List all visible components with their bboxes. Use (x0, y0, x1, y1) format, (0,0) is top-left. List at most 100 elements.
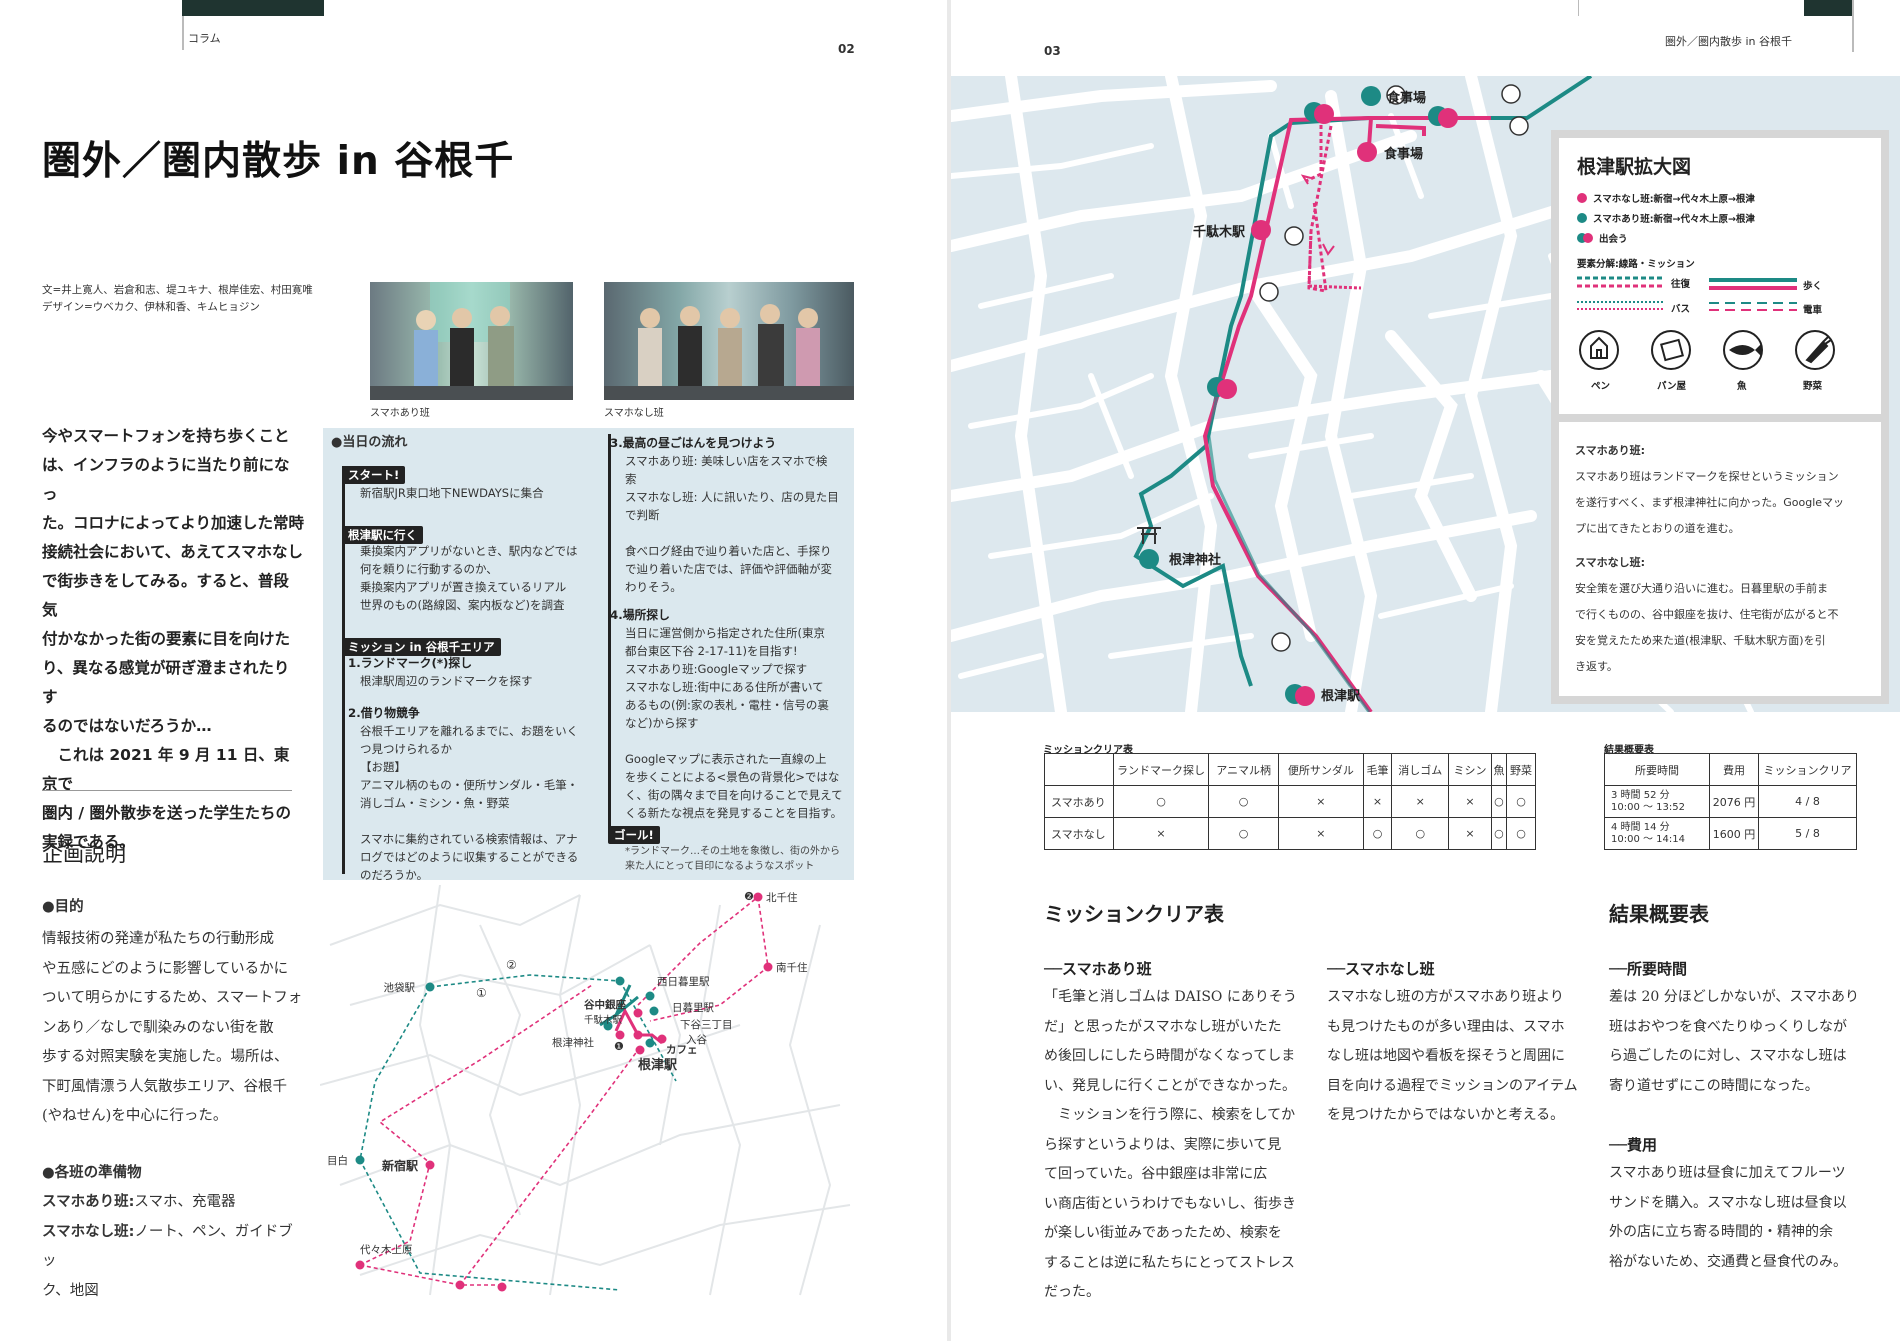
purpose-line: ついて明らかにするため、スマートフォ (42, 990, 303, 1006)
route-pink-east (649, 896, 769, 1022)
label-nezu-jinja: 根津神社 (1169, 552, 1221, 568)
station-markers (355, 892, 773, 1292)
table-cell: × (1391, 785, 1450, 818)
mission-table-caption: ミッションクリア表 (1043, 745, 1133, 756)
photo-without-phone-figures (604, 304, 854, 400)
route-teal-top (429, 974, 621, 988)
mission-3-text: スマホあり班: 美味しい店をスマホで検 索 スマホなし班: 人に訊いたり、店の見… (625, 452, 839, 596)
column-header: アニマル柄 (1207, 753, 1280, 786)
timeline-line-right (608, 434, 611, 830)
prep-heading: ●各班の準備物 (42, 1165, 142, 1181)
m2-line: 谷根千エリアを離れるまでに、お題をいく (360, 724, 579, 738)
legend-icon-label: 野菜 (1803, 381, 1823, 392)
story-line: 安全策を選び大通り沿いに進む。日暮里駅の手前ま (1575, 582, 1828, 595)
credits: 文=井上寛人、岩倉和志、堤ユキナ、根岸佳宏、村田寛唯 デザイン=ウベカク、伊林和… (42, 282, 313, 316)
mission-with-text: 「毛筆と消しゴムは DAISO にありそう だ」と思ったがスマホなし班がいたた … (1044, 983, 1304, 1308)
nezu-line: 何を頼りに行動するのか、 (360, 562, 498, 576)
table-cell: × (1448, 785, 1492, 818)
m2-line: のだろうか。 (360, 868, 429, 882)
column-header: ミッションクリア (1758, 753, 1857, 786)
column-header: 魚 (1490, 753, 1508, 786)
goal-pill: ゴール! (608, 824, 660, 844)
body-line: ミッションを行う際に、検索をしてか (1044, 1107, 1296, 1123)
table-cell: 4 / 8 (1758, 785, 1857, 818)
prep-without-text: ノート、ペン、ガイドブッ (42, 1223, 293, 1270)
m4-line: を歩くことによる<景色の背景化>ではな (625, 770, 840, 784)
label-sendagi: 千駄木駅 (584, 1014, 623, 1026)
table-corner (1044, 753, 1114, 786)
purpose-line: 情報技術の発達が私たちの行動形成 (42, 931, 274, 947)
label-mejiro: 目白 (327, 1154, 348, 1167)
result-time-text: 差は 20 分ほどしかないが、スマホあり 班はおやつを食べたりゆっくりしなが ら… (1609, 983, 1859, 1101)
story-text: スマホあり班: スマホあり班はランドマークを探せというミッション を遂行すべく、… (1575, 438, 1875, 680)
mission-without-sub: ──スマホなし班 (1327, 960, 1435, 978)
m3-line: 食べログ経由で辿り着いた店と、手探り (625, 544, 832, 558)
m4-line: Googleマップに表示された一直線の上 (625, 752, 827, 766)
legend-title: 根津駅拡大図 (1577, 156, 1692, 178)
story-line: を遂行すべく、まず根津神社に向かった。Googleマッ (1575, 496, 1845, 509)
column-header: 便所サンダル (1278, 753, 1364, 786)
m3-line: で判断 (625, 508, 660, 522)
body-line: ら探すというよりは、実際に歩いて見 (1044, 1136, 1282, 1153)
table-cell: ○ (1506, 817, 1536, 850)
nezu-text: 乗換案内アプリがないとき、駅内などでは 何を頼りに行動するのか、 乗換案内アプリ… (360, 542, 577, 614)
legend-walk: 歩く (1803, 281, 1823, 292)
route-pink-diagonal (459, 1049, 639, 1286)
body-line: ら過ごしたのに対し、スマホなし班は (1609, 1048, 1847, 1064)
lead-line: るのではないだろうか… (42, 717, 212, 735)
table-cell: 5 / 8 (1758, 817, 1857, 850)
nezu-pill: 根津駅に行く (342, 524, 423, 544)
route-pink-loop (1307, 230, 1362, 290)
body-line: 裕がないため、交通費と昼食代のみ。 (1609, 1253, 1847, 1270)
body-line: だ」と思ったがスマホなし班がいたた (1044, 1018, 1282, 1035)
left-page: コラム 02 圏外／圏内散歩 in 谷根千 文=井上寛人、岩倉和志、堤ユキナ、根… (0, 0, 947, 1341)
photo-caption-without: スマホなし班 (604, 408, 664, 419)
table-cell: ○ (1506, 785, 1536, 818)
route-pink-dashed (1305, 118, 1333, 293)
mission-with-sub: ──スマホあり班 (1044, 960, 1152, 978)
column-header: 野菜 (1506, 753, 1536, 786)
legend-meet: 出会う (1577, 230, 1877, 250)
legend-icon-label: ペン (1591, 381, 1611, 392)
credit-design: デザイン=ウベカク、伊林和香、キムヒョジン (42, 301, 260, 313)
header-rule (1852, 0, 1854, 52)
m4-line: くる新たな視点を発見することを目指す。 (625, 806, 843, 820)
table-cell: ○ (1490, 785, 1508, 818)
column-header: 所要時間 (1604, 753, 1710, 786)
footnote-line: 来た人にとって目印になるようなスポット (625, 861, 815, 872)
purpose-heading: ●目的 (42, 899, 84, 915)
teal-dot-icon (1577, 213, 1587, 223)
mission-section-heading: ミッションクリア表 (1044, 902, 1224, 926)
lead-line: 実録である。 (42, 833, 135, 851)
mission-2-text: 谷根千エリアを離れるまでに、お題をいく つ見つけられるか 【お題】 アニマル柄の… (360, 722, 578, 884)
marker-num-2: ② (506, 958, 517, 972)
lead-line: り、異なる感覚が研ぎ澄まされたりす (42, 659, 290, 706)
m3-line: 索 (625, 472, 637, 486)
purpose-line: 下町風情漂う人気散歩エリア、谷根千 (42, 1078, 288, 1095)
route-teal-parallel (1207, 325, 1371, 712)
base-streets (320, 885, 851, 1296)
photo-without-phone (604, 282, 854, 400)
body-line: い、発見しに行くことができなかった。 (1044, 1077, 1296, 1094)
legend-round-trip: 往復 (1671, 279, 1691, 290)
m3-line: スマホなし班: 人に訊いたり、店の見た目 (625, 490, 839, 504)
label-shokujiba-1: 食事場 (1387, 90, 1426, 106)
nezu-line: 世界のもの(路線図、案内板など)を調査 (360, 598, 565, 612)
prep-without: スマホなし班:ノート、ペン、ガイドブッ (42, 1218, 304, 1277)
bakery-icon (1651, 330, 1691, 370)
story-line: き返す。 (1575, 660, 1618, 673)
column-header: ランドマーク探し (1113, 753, 1209, 786)
label-cafe: カフェ (666, 1044, 698, 1056)
table-cell: ○ (1490, 817, 1508, 850)
column-header: 毛筆 (1362, 753, 1393, 786)
table-cell: × (1113, 817, 1209, 850)
mission-1-heading: 1.ランドマーク(*)探し (348, 656, 473, 670)
mission-2-heading: 2.借り物競争 (348, 706, 420, 720)
label-shitaya: 下谷三丁目 (680, 1019, 733, 1031)
marker-num-1: ① (476, 986, 487, 1000)
torii-icon (1137, 527, 1161, 544)
prep-without-text-cont: ク、地図 (42, 1282, 99, 1299)
body-line: スマホなし班の方がスマホあり班より (1327, 989, 1564, 1005)
section-label: コラム (188, 32, 221, 45)
